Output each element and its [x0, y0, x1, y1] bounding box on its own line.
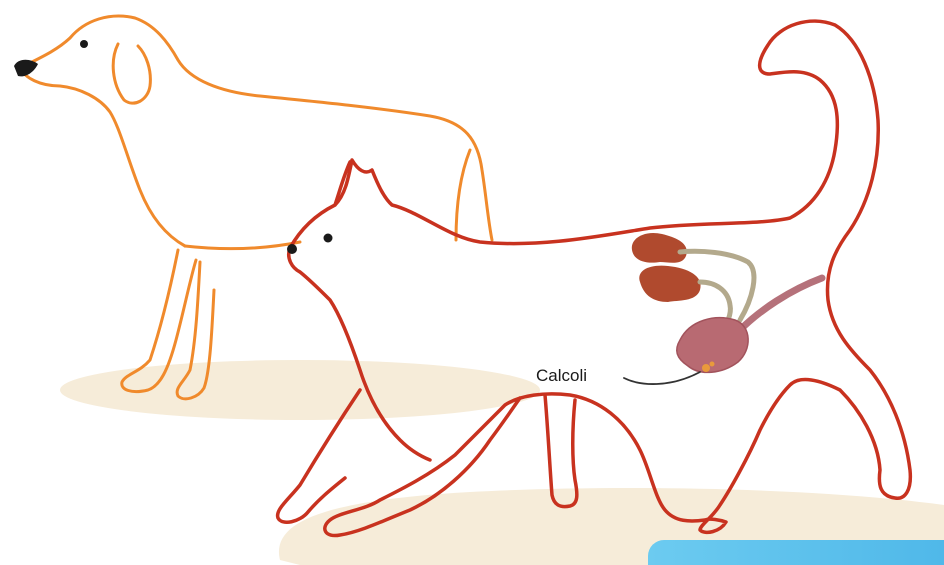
- dog-figure: [20, 16, 492, 399]
- stone-icon: [702, 364, 710, 372]
- urinary-tract: [632, 233, 822, 372]
- cat-eye-icon: [324, 234, 333, 243]
- calcoli-label: Calcoli: [536, 366, 587, 386]
- dog-eye-icon: [80, 40, 88, 48]
- kidney-lower-icon: [639, 266, 700, 302]
- stone-icon: [710, 362, 715, 367]
- calcoli-leader-line: [624, 372, 700, 384]
- kidney-upper-icon: [632, 233, 687, 263]
- dog-nose-icon: [14, 60, 38, 77]
- cat-nose-icon: [287, 244, 297, 254]
- corner-panel: [648, 540, 944, 565]
